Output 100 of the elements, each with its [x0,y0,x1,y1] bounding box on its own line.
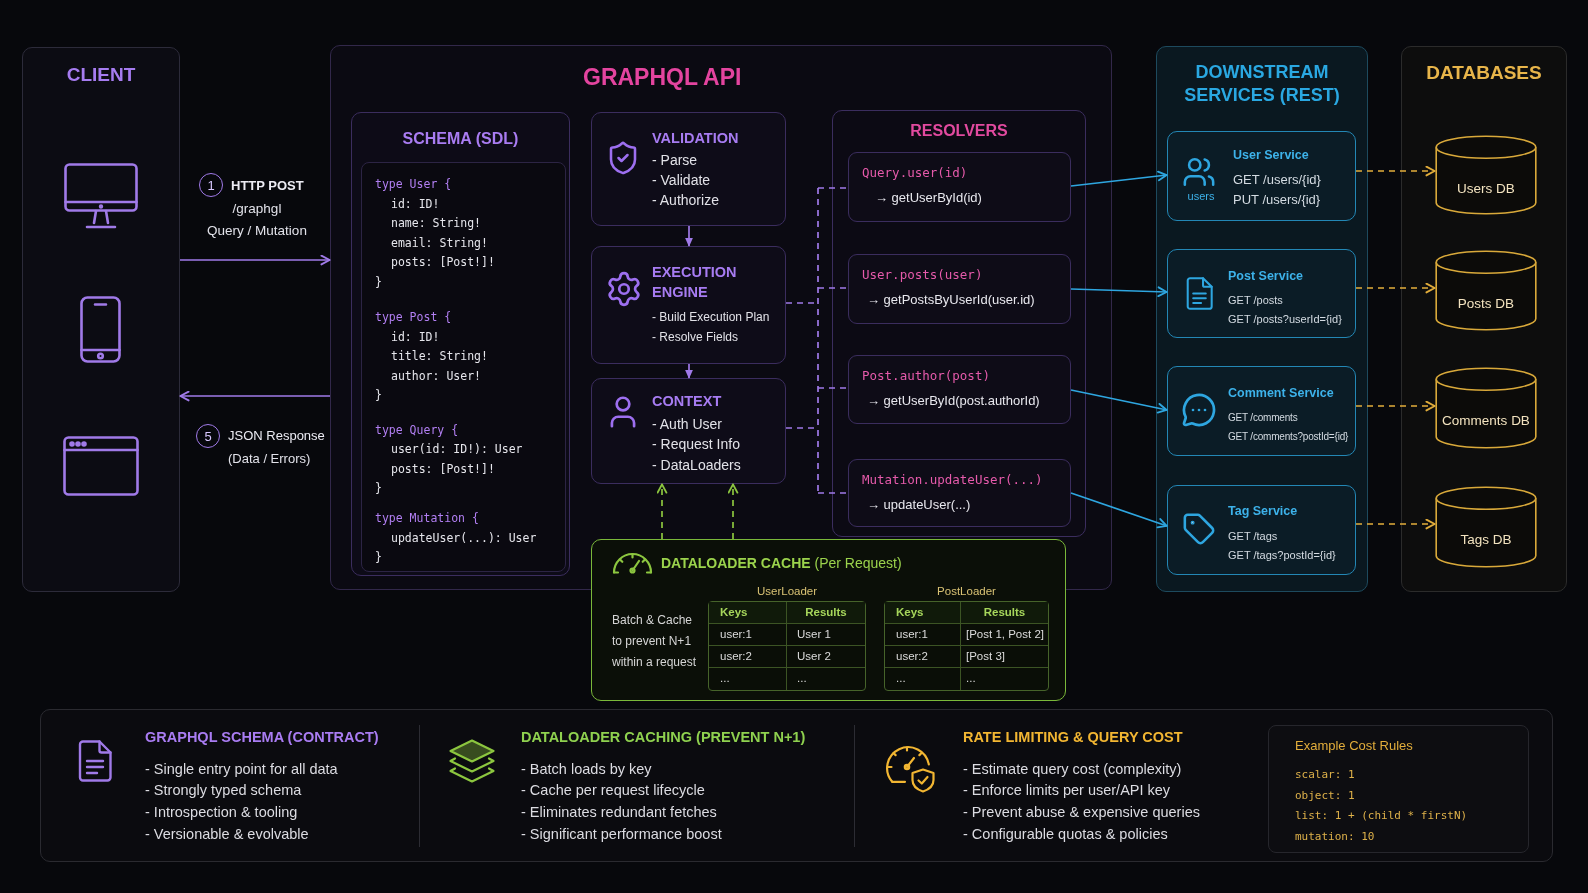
database-cylinder [1435,367,1537,449]
databases-panel [1401,46,1567,592]
resolver-signature: Post.author(post) [862,367,990,385]
endpoint-text: GET /posts?userId={id} [1228,311,1342,327]
panel-title: RESOLVERS [909,121,1009,141]
service-card [1167,131,1356,221]
flow-note: JSON Response [228,427,325,445]
code-block [361,162,566,572]
dashed-arrow [1355,400,1436,412]
list-item: - Versionable & evolvable [145,824,309,844]
database-label: Users DB [1456,180,1516,198]
list-item: - DataLoaders [652,455,741,475]
list-item: - Validate [652,171,711,190]
schema-panel [351,112,570,576]
dashed-arrow [1355,165,1436,177]
resolver-card [848,355,1071,424]
code-line: id: ID! [391,328,440,346]
endpoint-text: GET /posts [1228,293,1283,308]
column-header: Results [787,602,865,624]
arrow [1070,286,1168,298]
database-cylinder [1435,250,1537,331]
resolver-call: → getUserById(id) [875,189,982,207]
list-item: - Batch loads by key [521,759,652,779]
list-item: - Estimate query cost (complexity) [963,759,1182,779]
list-item: - Enforce limits per user/API key [963,781,1171,801]
resolver-card [848,459,1071,527]
list-item: - Configurable quotas & policies [963,824,1168,844]
step-title: CONTEXT [652,392,722,411]
resolver-signature: User.posts(user) [862,266,983,284]
table-title: PostLoader [936,584,997,599]
code-line: id: ID! [391,195,440,213]
list-item: - Resolve Fields [652,329,739,346]
panel-title: CLIENT [65,63,137,87]
process-card [591,112,786,226]
code-line: object: 1 [1295,787,1355,804]
arrow [179,390,331,402]
endpoint-text: PUT /users/{id} [1233,190,1321,209]
database-cylinder [1435,135,1537,215]
panel-title: GRAPHQL API [583,63,742,92]
list-item: - Prevent abuse & expensive queries [963,802,1200,822]
code-line: type Query { [375,421,459,439]
service-card [1167,485,1356,575]
cache-panel [591,539,1066,701]
database-label: Posts DB [1456,295,1516,313]
column-header: Results [961,602,1048,624]
section-title: DATALOADER CACHING (PREVENT N+1) [521,728,806,747]
client-panel [22,47,180,592]
list-item: - Introspection & tooling [145,802,298,822]
service-card [1167,366,1356,456]
code-line: user(id: ID!): User [391,441,523,459]
list-item: - Parse [652,151,698,170]
list-item: - Request Info [652,435,740,455]
cost-rules-card [1268,725,1529,853]
panel-title: DATABASES [1425,61,1543,85]
arrow [1070,170,1168,187]
dashed-connector [817,187,819,494]
service-title: Post Service [1228,268,1304,285]
cache-key: user:2 [709,646,787,668]
process-card [591,246,786,364]
cache-key: ... [709,668,787,690]
list-item: - Significant performance boost [521,824,722,844]
cache-result: ... [965,671,977,687]
flow-note: (Data / Errors) [228,450,311,468]
code-line: } [375,274,382,291]
code-line: } [375,387,382,405]
service-card [1167,249,1356,338]
resolvers-panel [832,110,1086,537]
dashed-arrow [1355,282,1436,294]
cache-key: user:2 [885,646,961,668]
dashed-arrow [1355,518,1436,530]
flow-note: HTTP POST [231,177,304,195]
endpoint-text: GET /comments?postId={id} [1228,430,1349,444]
section-title: RATE LIMITING & QUERY COST [963,728,1183,747]
arrow [684,363,694,379]
code-line: mutation: 10 [1295,828,1375,845]
service-title: User Service [1233,147,1309,164]
resolver-card [848,254,1071,324]
endpoint-text: GET /tags?postId={id} [1228,548,1336,563]
cache-key: ... [885,668,961,690]
code-line: type Mutation { [375,510,479,528]
list-item: - Cache per request lifecycle [521,781,705,801]
code-line: } [375,480,382,498]
resolver-call: → updateUser(...) [867,496,971,514]
code-line: name: String! [391,215,481,233]
flow-note: Query / Mutation [206,222,308,240]
cache-result: User 1 [787,624,865,646]
code-line: list: 1 + (child * firstN) [1295,808,1468,824]
list-item: - Auth User [652,415,723,434]
dashed-connector [817,387,849,389]
cache-note: Batch & Cache to prevent N+1 within a request [612,612,698,671]
arrow [179,254,331,266]
card-title: Example Cost Rules [1295,737,1413,755]
resolver-signature: Query.user(id) [862,164,968,182]
table-title: UserLoader [755,584,819,599]
dashed-arrow [727,483,739,540]
panel-title: SCHEMA (SDL) [401,129,520,149]
icon-caption: users [1186,189,1216,203]
resolver-call: → getUserById(post.authorId) [867,392,1040,410]
code-line: type Post { [375,309,452,326]
code-line: posts: [Post!]! [391,460,495,478]
